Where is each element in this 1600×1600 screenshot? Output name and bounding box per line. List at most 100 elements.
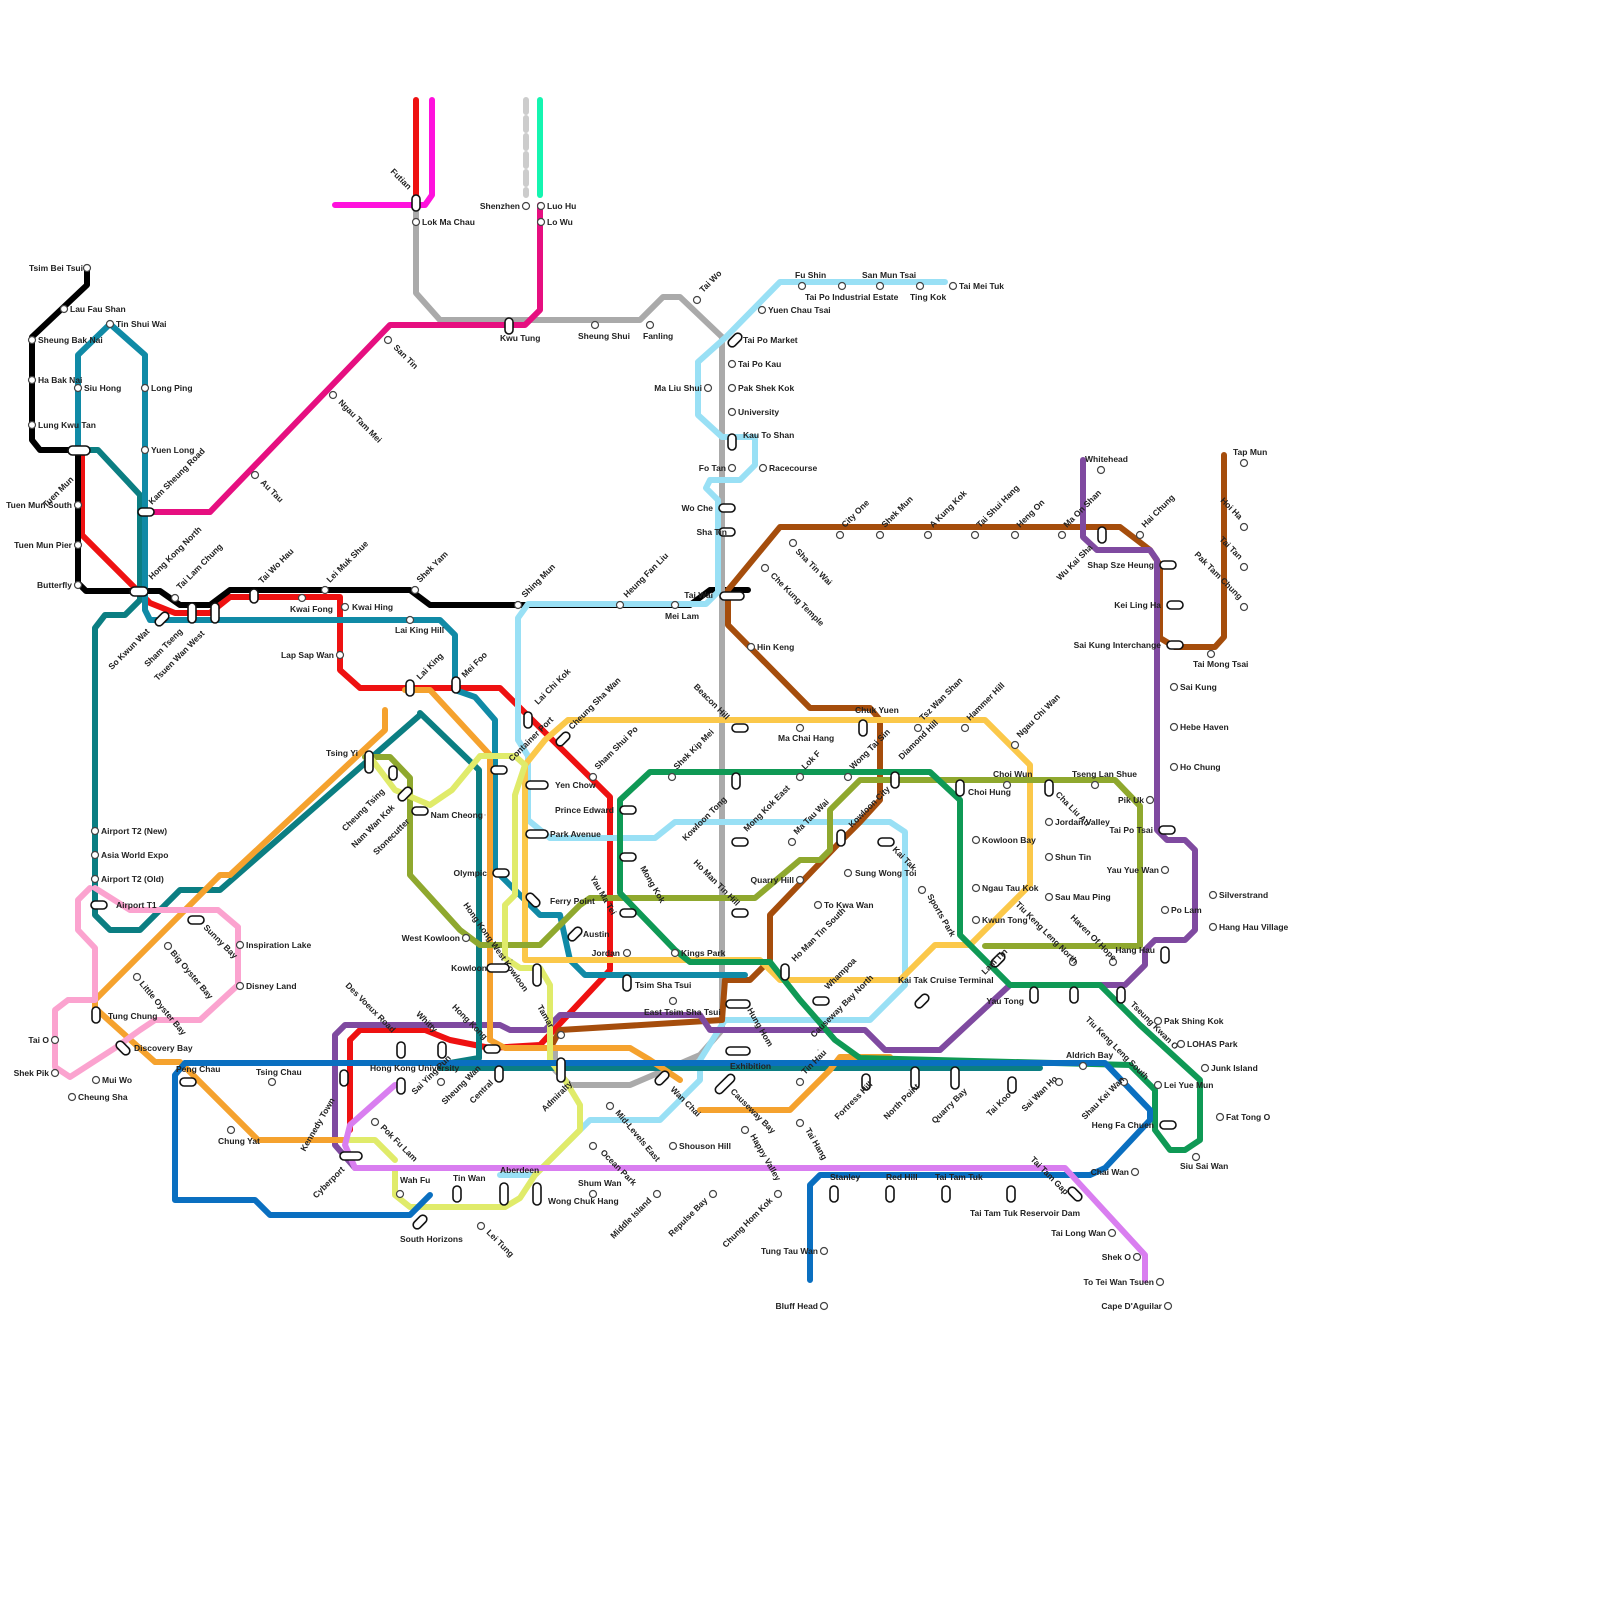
station-tin-shui-wai[interactable]: Tin Shui Wai: [105, 319, 167, 329]
station-so-kwun-wat[interactable]: So Kwun Wat: [106, 611, 170, 672]
station-lo-wu[interactable]: Lo Wu: [536, 217, 573, 227]
station-park-avenue[interactable]: Park Avenue: [525, 829, 601, 839]
station-shun-tin[interactable]: Shun Tin: [1044, 852, 1092, 862]
station-shek-o[interactable]: Shek O: [1102, 1252, 1142, 1262]
station-tai-po-market[interactable]: Tai Po Market: [727, 332, 798, 349]
station-chuk-yuen[interactable]: Chuk Yuen: [855, 705, 899, 737]
station-san-tin[interactable]: San Tin: [383, 335, 421, 372]
line-pink-magenta[interactable]: [332, 97, 435, 208]
line-light-pink[interactable]: [52, 885, 241, 1080]
station-lung-kwu-tan[interactable]: Lung Kwu Tan: [27, 420, 96, 430]
station-mui-wo[interactable]: Mui Wo: [91, 1075, 133, 1085]
station-tung-chung[interactable]: Tung Chung: [91, 1006, 157, 1024]
station-ho-chung[interactable]: Ho Chung: [1169, 762, 1221, 772]
station-hang-hau[interactable]: Hang Hau: [1115, 945, 1170, 964]
station-aldrich-bay[interactable]: Aldrich Bay: [1066, 1050, 1114, 1071]
station-mong-kok-east[interactable]: Mong Kok East: [731, 783, 792, 847]
station-sai-kung-interchange[interactable]: Sai Kung Interchange: [1074, 640, 1184, 650]
station-bluff-head[interactable]: Bluff Head: [776, 1301, 829, 1311]
station-fat-tong-o[interactable]: Fat Tong O: [1215, 1112, 1271, 1122]
station-yau-tong[interactable]: Yau Tong: [986, 986, 1039, 1006]
station-siu-sai-wan[interactable]: Siu Sai Wan: [1180, 1152, 1228, 1172]
station-cheung-sha-wan[interactable]: Cheung Sha Wan: [555, 675, 623, 747]
station-po-lam[interactable]: Po Lam: [1160, 905, 1203, 915]
station-prince-edward[interactable]: Prince Edward: [555, 805, 637, 815]
station-fortress-hill[interactable]: Fortress Hill: [832, 1073, 874, 1121]
station-sports-park[interactable]: Sports Park: [917, 885, 958, 939]
station-shek-pik[interactable]: Shek Pik: [14, 1068, 60, 1078]
station-mei-lam[interactable]: Mei Lam: [665, 600, 699, 622]
station-shenzhen[interactable]: Shenzhen: [480, 201, 531, 211]
station-ngau-tau-kok[interactable]: Ngau Tau Kok: [971, 883, 1039, 893]
station-tsing-chau[interactable]: Tsing Chau: [256, 1067, 302, 1087]
station-sha-tin[interactable]: Sha Tin: [696, 527, 736, 537]
station-tai-o[interactable]: Tai O: [28, 1035, 60, 1045]
station-peng-chau[interactable]: Peng Chau: [176, 1064, 220, 1087]
station-hang-hau-village[interactable]: Hang Hau Village: [1208, 922, 1289, 932]
station-aberdeen[interactable]: Aberdeen: [499, 1165, 539, 1206]
station-ferry-point[interactable]: Ferry Point: [525, 892, 596, 909]
station-shap-sze-heung[interactable]: Shap Sze Heung: [1087, 560, 1177, 570]
station-lei-tung[interactable]: Lei Tung: [476, 1221, 517, 1260]
station-sha-tin-wai[interactable]: Sha Tin Wai: [788, 538, 835, 588]
line-blue[interactable]: [172, 1060, 1153, 1283]
station-cyberport[interactable]: Cyberport: [311, 1151, 363, 1200]
station-au-tau[interactable]: Au Tau: [250, 470, 286, 505]
station-jordan-valley[interactable]: Jordan Valley: [1044, 817, 1111, 827]
station-cape-daguilar[interactable]: Cape D'Aguilar: [1101, 1301, 1173, 1311]
station-wah-fu[interactable]: Wah Fu: [395, 1175, 431, 1199]
station-choi-wun[interactable]: Choi Wun: [993, 769, 1033, 790]
station-sheung-shui[interactable]: Sheung Shui: [578, 320, 630, 342]
station-ngau-chi-wan[interactable]: Ngau Chi Wan: [1010, 692, 1062, 750]
station-tai-wo[interactable]: Tai Wo: [692, 268, 724, 305]
station-airport-t1[interactable]: Airport T1: [90, 900, 157, 910]
station-chung-hom-kok[interactable]: Chung Hom Kok: [720, 1189, 783, 1250]
station-mid-levels-east[interactable]: Mid-Levels East: [605, 1101, 663, 1164]
station-hai-chung[interactable]: Hai Chung: [1135, 492, 1177, 540]
line-red[interactable]: [79, 97, 613, 1133]
station-heng-fa-chuen[interactable]: Heng Fa Chuen: [1092, 1120, 1177, 1130]
station-kowloon[interactable]: Kowloon: [451, 963, 510, 973]
line-green[interactable]: [617, 769, 1203, 1153]
station-shau-kei-wan[interactable]: Shau Kei Wan: [1079, 1074, 1129, 1121]
station-sai-ying-pun[interactable]: Sai Ying Pun: [396, 1053, 453, 1096]
station-south-horizons[interactable]: South Horizons: [400, 1214, 463, 1244]
station-chai-wan[interactable]: Chai Wan: [1091, 1167, 1140, 1177]
station-tiu-keng-leng-north[interactable]: Tiu Keng Leng North: [1014, 899, 1080, 967]
station-wo-che[interactable]: Wo Che: [682, 503, 736, 513]
station-big-oyster-bay[interactable]: Big Oyster Bay: [163, 941, 216, 1002]
station-yen-chow[interactable]: Yen Chow: [525, 780, 596, 790]
station-lok-f[interactable]: Lok F: [795, 748, 823, 782]
line-brown[interactable]: [549, 452, 1227, 1048]
line-lime[interactable]: [347, 753, 583, 1210]
station-fanling[interactable]: Fanling: [643, 320, 673, 342]
station-luo-hu[interactable]: Luo Hu: [536, 201, 577, 211]
station-tap-mun[interactable]: Tap Mun: [1233, 447, 1267, 468]
station-tuen-mun-south[interactable]: Tuen Mun South: [6, 500, 83, 510]
station-tai-po-industrial-estate[interactable]: Tai Po Industrial Estate: [805, 281, 899, 303]
station-lohas-park[interactable]: LOHAS Park: [1176, 1039, 1238, 1049]
station-exhibition[interactable]: Exhibition: [725, 1046, 771, 1071]
station-tai-koo[interactable]: Tai Koo: [984, 1076, 1017, 1118]
station-austin[interactable]: Austin: [567, 926, 610, 943]
station-east-tsim-sha-tsui[interactable]: East Tsim Sha Tsui: [644, 996, 721, 1018]
station-a-kung-kok[interactable]: A Kung Kok: [923, 488, 969, 540]
station-lei-muk-shue[interactable]: Lei Muk Shue: [320, 538, 371, 595]
line-teal[interactable]: [80, 447, 1043, 1071]
station-silverstrand[interactable]: Silverstrand: [1208, 890, 1269, 900]
station-tai-po-tsai[interactable]: Tai Po Tsai: [1109, 825, 1176, 835]
station-hin-keng[interactable]: Hin Keng: [746, 642, 795, 652]
station-tseng-lan-shue[interactable]: Tseng Lan Shue: [1072, 769, 1137, 790]
station-ngau-tam-mei[interactable]: Ngau Tam Mei: [328, 390, 384, 445]
station-disney-land[interactable]: Disney Land: [235, 981, 297, 991]
station-to-kwa-wan[interactable]: To Kwa Wan: [813, 900, 874, 910]
station-inspiration-lake[interactable]: Inspiration Lake: [235, 940, 312, 950]
station-tsim-bei-tsui[interactable]: Tsim Bei Tsui: [29, 263, 92, 273]
station-lei-yue-mun[interactable]: Lei Yue Mun: [1153, 1080, 1214, 1090]
station-tai-po-kau[interactable]: Tai Po Kau: [727, 359, 782, 369]
station-tsing-yi[interactable]: Tsing Yi: [326, 748, 374, 774]
station-airport-t2-old[interactable]: Airport T2 (Old): [90, 874, 164, 884]
station-pik-uk[interactable]: Pik Uk: [1118, 795, 1155, 805]
line-olive[interactable]: [362, 754, 1143, 949]
station-tai-hang[interactable]: Tai Hang: [795, 1118, 830, 1162]
